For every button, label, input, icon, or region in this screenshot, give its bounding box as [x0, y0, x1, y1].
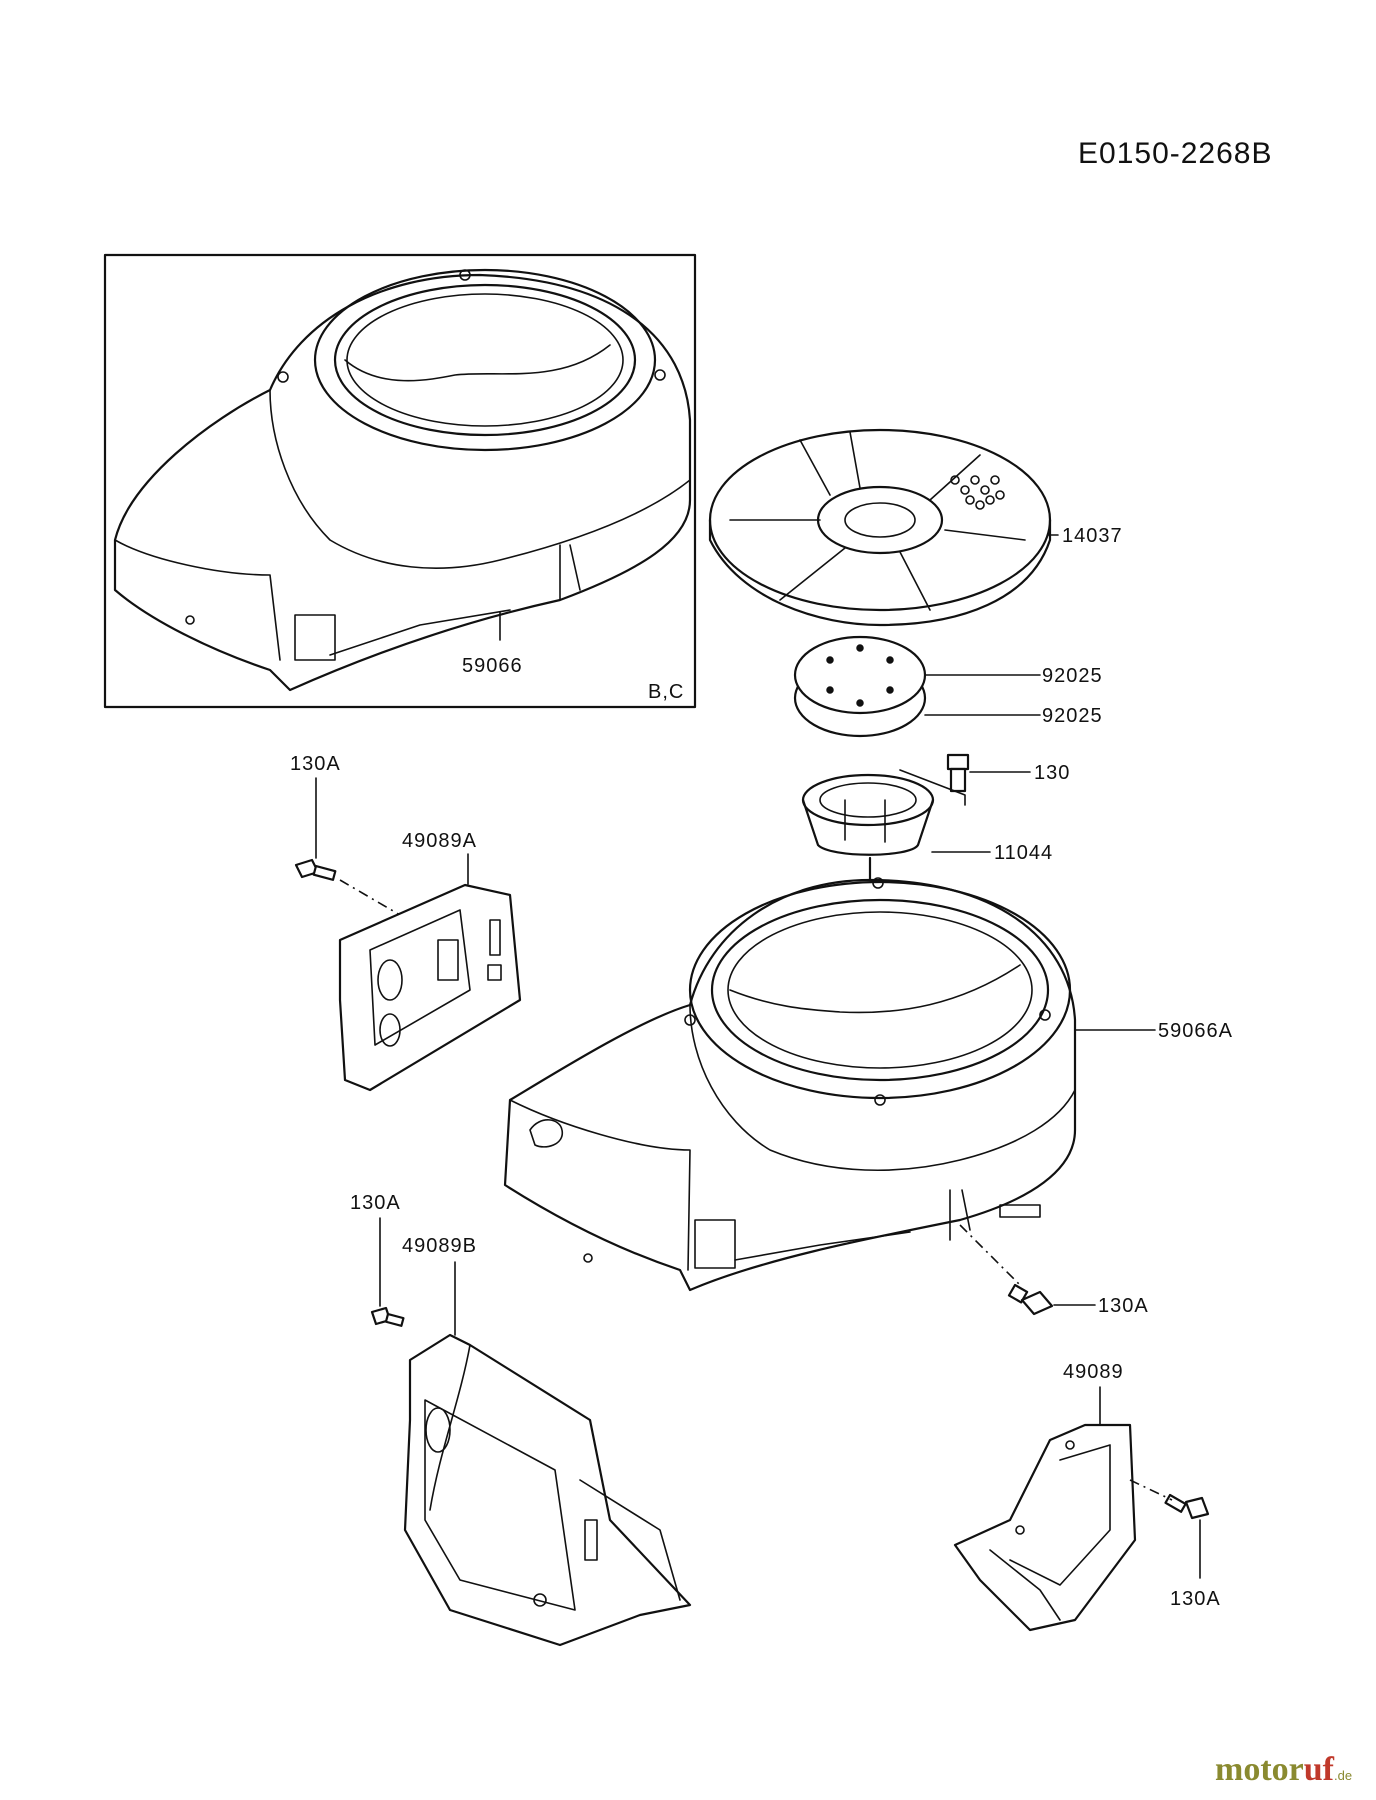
part-label-59066: 59066 [462, 655, 523, 677]
bracket-49089-drawing [953, 1423, 1137, 1632]
part-label-49089: 49089 [1063, 1361, 1124, 1383]
bracket-49089a-drawing [338, 883, 522, 1092]
bolt-130a-right-drawing [1007, 1283, 1054, 1316]
fan-housing-59066a-drawing [503, 877, 1077, 1292]
part-label-130a-bottom: 130A [1170, 1588, 1221, 1610]
part-label-92025-a: 92025 [1042, 665, 1103, 687]
part-label-130: 130 [1034, 762, 1070, 784]
variant-inset-frame [103, 253, 697, 709]
cooling-fan-14037-drawing [708, 428, 1052, 627]
part-label-130a-right: 130A [1098, 1295, 1149, 1317]
plates-92025-drawing [793, 635, 927, 738]
variant-note: B,C [648, 681, 684, 703]
part-label-92025-b: 92025 [1042, 705, 1103, 727]
bolt-130a-top-drawing [294, 858, 337, 881]
bolt-130a-bottom-drawing [1164, 1493, 1210, 1520]
part-label-130a-mid: 130A [350, 1192, 401, 1214]
fan-housing-59066-drawing [113, 268, 692, 692]
part-label-14037: 14037 [1062, 525, 1123, 547]
watermark-logo: motoruf.de [1215, 1751, 1352, 1788]
bolt-130a-mid-drawing [370, 1306, 405, 1327]
part-label-49089a: 49089A [402, 830, 477, 852]
part-label-11044: 11044 [994, 842, 1053, 864]
part-label-130a-top: 130A [290, 753, 341, 775]
drawing-code: E0150-2268B [1078, 137, 1273, 170]
part-label-49089b: 49089B [402, 1235, 477, 1257]
bracket-49089b-drawing [403, 1333, 692, 1647]
bolt-130-drawing [946, 753, 970, 793]
part-label-59066a: 59066A [1158, 1020, 1233, 1042]
